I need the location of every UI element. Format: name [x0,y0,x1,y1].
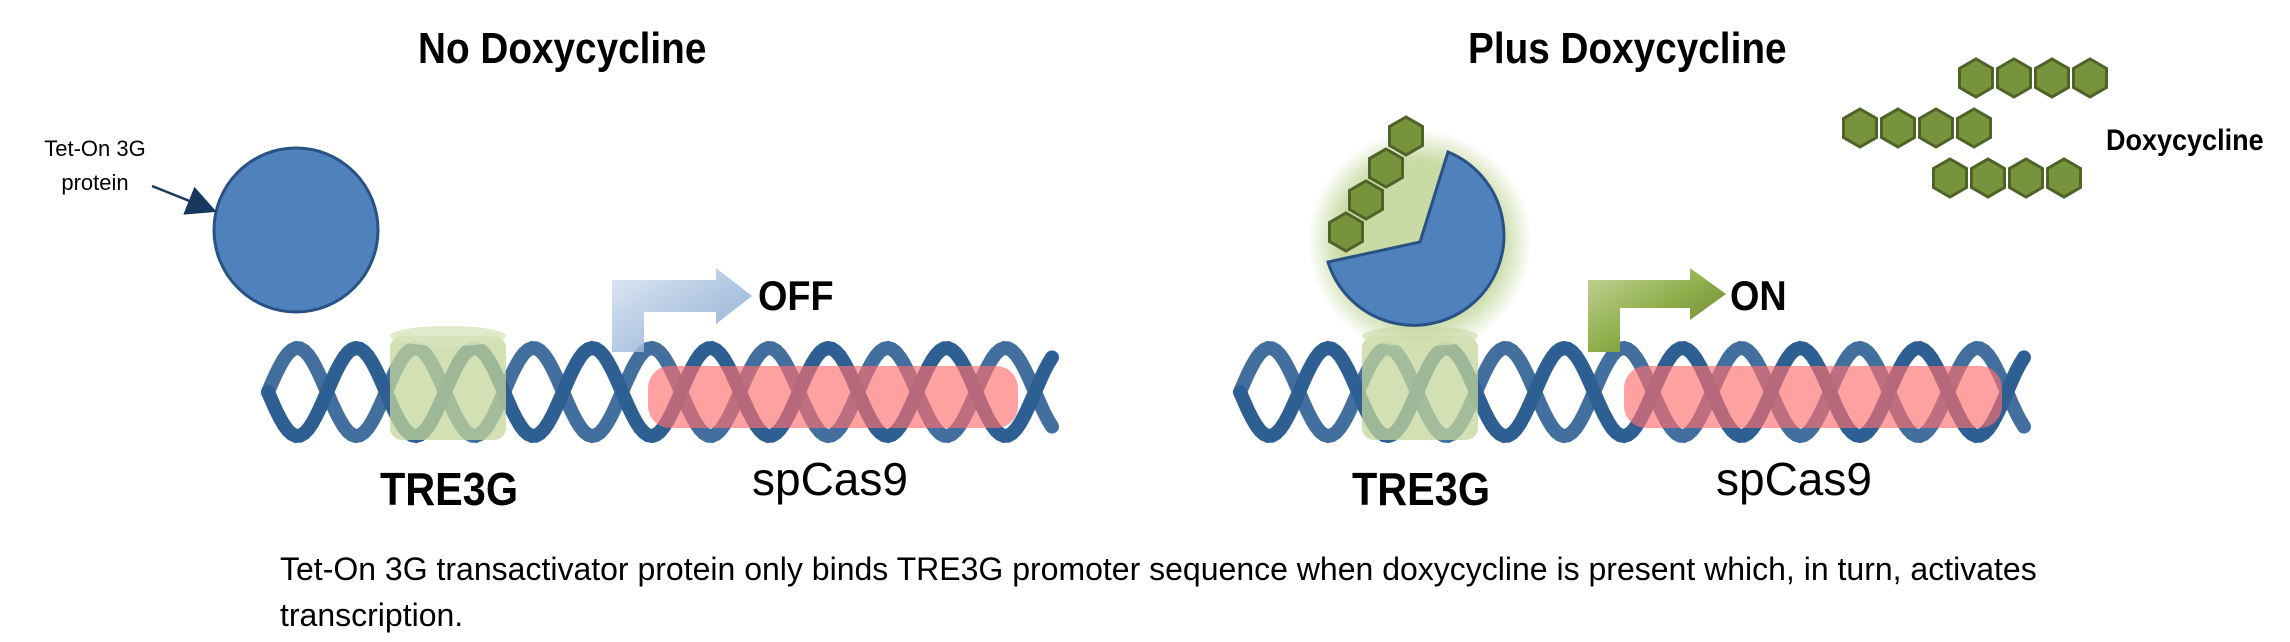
spcas9-gene-highlight-left [648,366,1018,428]
figure-caption: Tet-On 3G transactivator protein only bi… [280,551,2037,633]
tre3g-promoter-highlight-right [1362,336,1478,440]
doxycycline-ring [1880,107,1916,149]
off-transcription-arrow [612,268,752,352]
doxycycline-ring [1996,57,2032,99]
left-panel-art [151,146,1059,444]
protein-pointer-arrow [151,184,217,215]
doxycycline-molecule [1932,157,2082,199]
tre3g-label-left: TRE3G [380,463,519,515]
protein-label: Tet-On 3G protein [30,132,160,200]
doxycycline-bound-molecule [1328,115,1424,253]
doxycycline-ring [1932,157,1968,199]
doxycycline-molecule [1842,107,1992,149]
on-transcription-arrow [1588,268,1726,352]
doxycycline-ring [1388,115,1424,157]
doxycycline-ring [2034,57,2070,99]
doxycycline-ring [1328,211,1364,253]
left-panel-title: No Doxycycline [418,24,707,73]
doxycycline-molecule [1958,57,2108,99]
doxycycline-ring [1918,107,1954,149]
spcas9-label-left: spCas9 [752,453,908,505]
tre3g-promoter-cap-left [390,326,506,346]
spcas9-gene-highlight-right [1624,366,2002,428]
right-panel-art [1233,57,2108,444]
right-panel-title: Plus Doxycycline [1468,24,1787,73]
doxycycline-ring [2046,157,2082,199]
tre3g-label-right: TRE3G [1352,463,1491,515]
doxycycline-ring [2008,157,2044,199]
off-state-label: OFF [758,272,834,319]
protein-label-line1: Tet-On 3G [44,136,146,161]
doxycycline-ring [1956,107,1992,149]
doxycycline-ring [1842,107,1878,149]
tre3g-promoter-highlight-left [390,336,506,440]
on-state-label: ON [1730,272,1787,319]
doxycycline-ring [1970,157,2006,199]
doxycycline-ring [1348,179,1384,221]
tet-on-3g-protein [212,146,380,314]
doxycycline-ring [1368,147,1404,189]
doxycycline-ring [1958,57,1994,99]
doxycycline-label: Doxycycline [2106,124,2264,157]
doxycycline-ring [2072,57,2108,99]
protein-label-line2: protein [61,170,129,195]
tet-on-3g-protein-bound [1326,149,1506,327]
spcas9-label-right: spCas9 [1716,453,1872,505]
